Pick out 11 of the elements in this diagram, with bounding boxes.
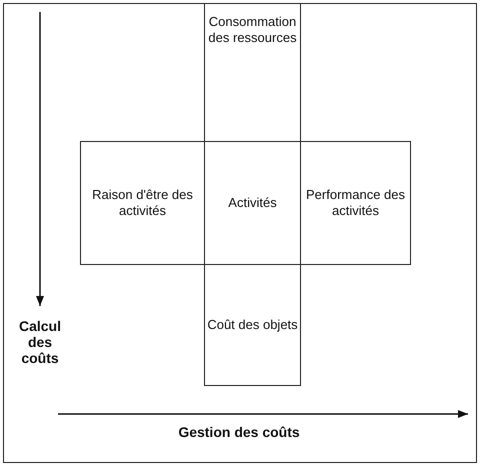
cell-label: Coût des objets — [207, 317, 298, 333]
cell-box — [300, 141, 411, 265]
axis-label: Gestion des coûts — [177, 424, 301, 440]
cell-box — [204, 264, 301, 386]
axis-label: Calcul des coûts — [18, 318, 62, 366]
cell-label: Activités — [228, 195, 277, 211]
cell-box — [204, 4, 301, 142]
cell-box — [80, 141, 205, 265]
cell-label: Consommation des ressources — [207, 14, 298, 46]
cell-label: Performance des activités — [305, 187, 406, 219]
cell-label: Raison d'être des activités — [91, 187, 194, 219]
